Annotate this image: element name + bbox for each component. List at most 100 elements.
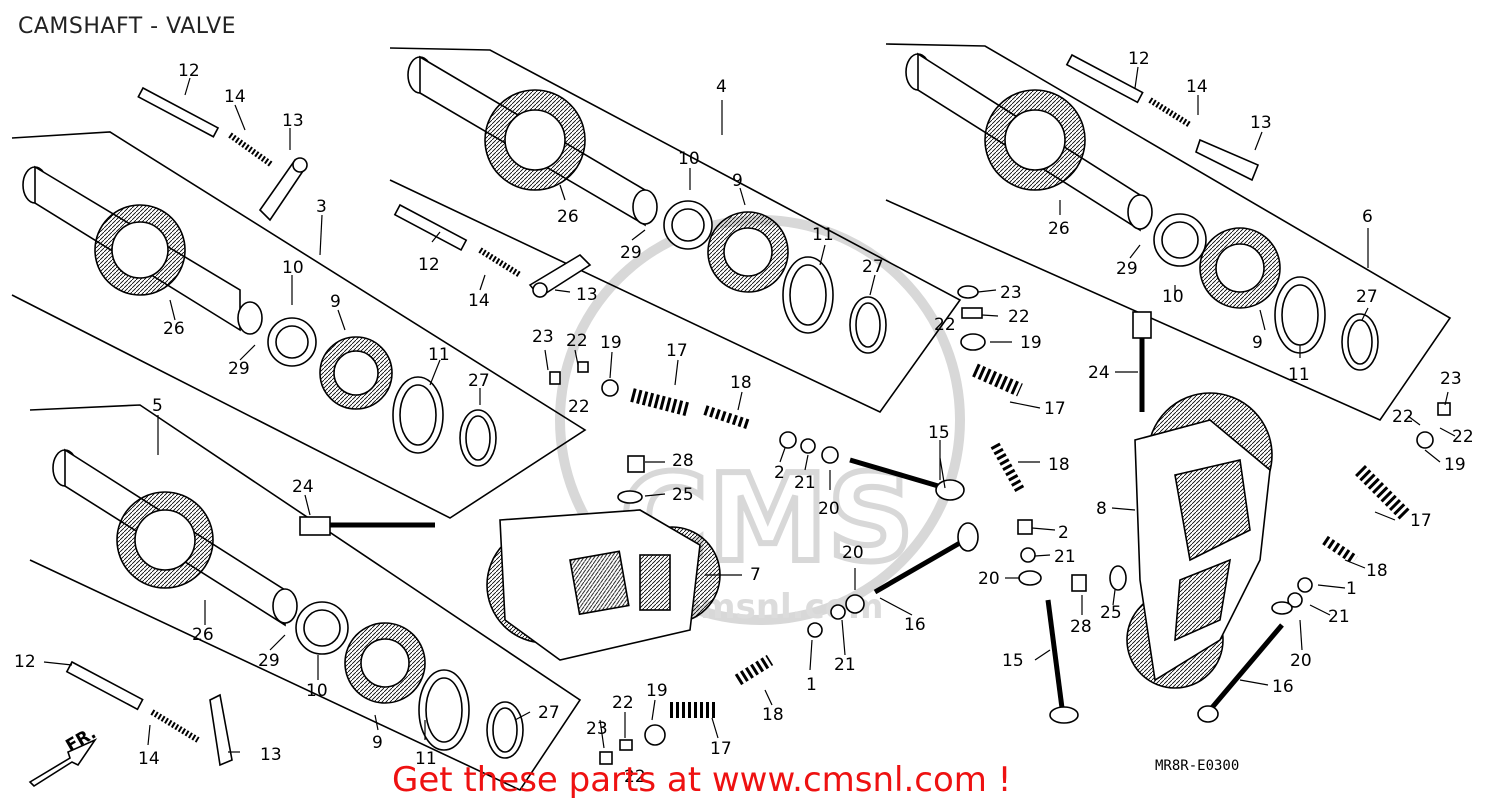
label-25: 25	[672, 485, 694, 505]
label-17d: 17	[1410, 511, 1432, 531]
label-19c: 19	[1020, 333, 1042, 353]
label-22b: 22	[568, 397, 590, 417]
label-20c: 20	[978, 569, 1000, 589]
label-17: 17	[666, 341, 688, 361]
label-23b: 23	[586, 719, 608, 739]
label-24b: 24	[1088, 363, 1110, 383]
label-11d: 11	[1288, 365, 1310, 385]
label-22h: 22	[1452, 427, 1474, 447]
label-27b: 27	[538, 703, 560, 723]
group-box-camshaft-4	[389, 47, 962, 414]
label-15b: 15	[1002, 651, 1024, 671]
label-22e: 22	[1008, 307, 1030, 327]
label-13c: 13	[576, 285, 598, 305]
label-14d: 14	[1186, 77, 1208, 97]
label-13b: 13	[260, 745, 282, 765]
camshaft-assembly-right	[905, 52, 1379, 371]
label-11b: 11	[415, 749, 437, 769]
label-10b: 10	[306, 681, 328, 701]
cam-gear-housing	[486, 509, 721, 661]
cta-link[interactable]: Get these parts at www.cmsnl.com !	[392, 760, 1012, 800]
label-11c: 11	[812, 225, 834, 245]
label-8: 8	[1096, 499, 1107, 519]
label-11: 11	[428, 345, 450, 365]
label-9c: 9	[732, 171, 743, 191]
label-1: 1	[806, 675, 817, 695]
label-22f: 22	[934, 315, 956, 335]
label-9: 9	[330, 292, 341, 312]
label-2: 2	[774, 463, 785, 483]
label-10c: 10	[678, 149, 700, 169]
label-22d: 22	[624, 767, 646, 787]
label-12: 12	[178, 61, 200, 81]
label-13d: 13	[1250, 113, 1272, 133]
label-22: 22	[566, 331, 588, 351]
label-3: 3	[316, 197, 327, 217]
label-27c: 27	[862, 257, 884, 277]
label-20d: 20	[1290, 651, 1312, 671]
label-10d: 10	[1162, 287, 1184, 307]
label-18d: 18	[1366, 561, 1388, 581]
label-29: 29	[228, 359, 250, 379]
label-6: 6	[1362, 207, 1373, 227]
label-15: 15	[928, 423, 950, 443]
label-22g: 22	[1392, 407, 1414, 427]
camshaft-assembly-middle	[393, 55, 887, 354]
label-27d: 27	[1356, 287, 1378, 307]
valve-parts	[28, 285, 1451, 788]
label-5: 5	[152, 396, 163, 416]
group-box-camshaft-5	[29, 404, 582, 792]
label-14b: 14	[138, 749, 160, 769]
camshaft-assembly-bottom	[52, 448, 524, 767]
label-10: 10	[282, 258, 304, 278]
label-19: 19	[600, 333, 622, 353]
label-9b: 9	[372, 733, 383, 753]
label-18c: 18	[1048, 455, 1070, 475]
label-20: 20	[818, 499, 840, 519]
label-26d: 26	[1048, 219, 1070, 239]
label-25b: 25	[1100, 603, 1122, 623]
label-29d: 29	[1116, 259, 1138, 279]
label-13: 13	[282, 111, 304, 131]
label-23d: 23	[1440, 369, 1462, 389]
label-20b: 20	[842, 543, 864, 563]
label-16: 16	[904, 615, 926, 635]
front-direction-arrow	[28, 738, 98, 788]
label-26c: 26	[557, 207, 579, 227]
label-26b: 26	[192, 625, 214, 645]
label-1b: 1	[1346, 579, 1357, 599]
label-17c: 17	[1044, 399, 1066, 419]
label-24: 24	[292, 477, 314, 497]
cam-gear-housing-right	[1126, 392, 1273, 689]
camshaft-assembly-left	[22, 86, 497, 467]
label-18b: 18	[762, 705, 784, 725]
label-12c: 12	[418, 255, 440, 275]
label-27: 27	[468, 371, 490, 391]
leader-lines	[43, 66, 1456, 753]
label-28b: 28	[1070, 617, 1092, 637]
label-9d: 9	[1252, 333, 1263, 353]
label-4: 4	[716, 77, 727, 97]
label-2b: 2	[1058, 523, 1069, 543]
page-title: CAMSHAFT - VALVE	[18, 14, 237, 39]
label-12d: 12	[1128, 49, 1150, 69]
label-14c: 14	[468, 291, 490, 311]
label-14: 14	[224, 87, 246, 107]
label-23c: 23	[1000, 283, 1022, 303]
label-17b: 17	[710, 739, 732, 759]
diagram-code: MR8R-E0300	[1155, 758, 1239, 774]
label-21: 21	[794, 473, 816, 493]
group-box-camshaft-6	[885, 43, 1452, 422]
label-12b: 12	[14, 652, 36, 672]
label-29b: 29	[258, 651, 280, 671]
label-21c: 21	[1054, 547, 1076, 567]
label-21d: 21	[1328, 607, 1350, 627]
label-19d: 19	[1444, 455, 1466, 475]
part-number-labels: 12 14 13 3 10 9 11 27 26 29 5 24 26 29 1…	[14, 49, 1474, 787]
label-18: 18	[730, 373, 752, 393]
label-21b: 21	[834, 655, 856, 675]
label-29c: 29	[620, 243, 642, 263]
label-7: 7	[750, 565, 761, 585]
label-22c: 22	[612, 693, 634, 713]
